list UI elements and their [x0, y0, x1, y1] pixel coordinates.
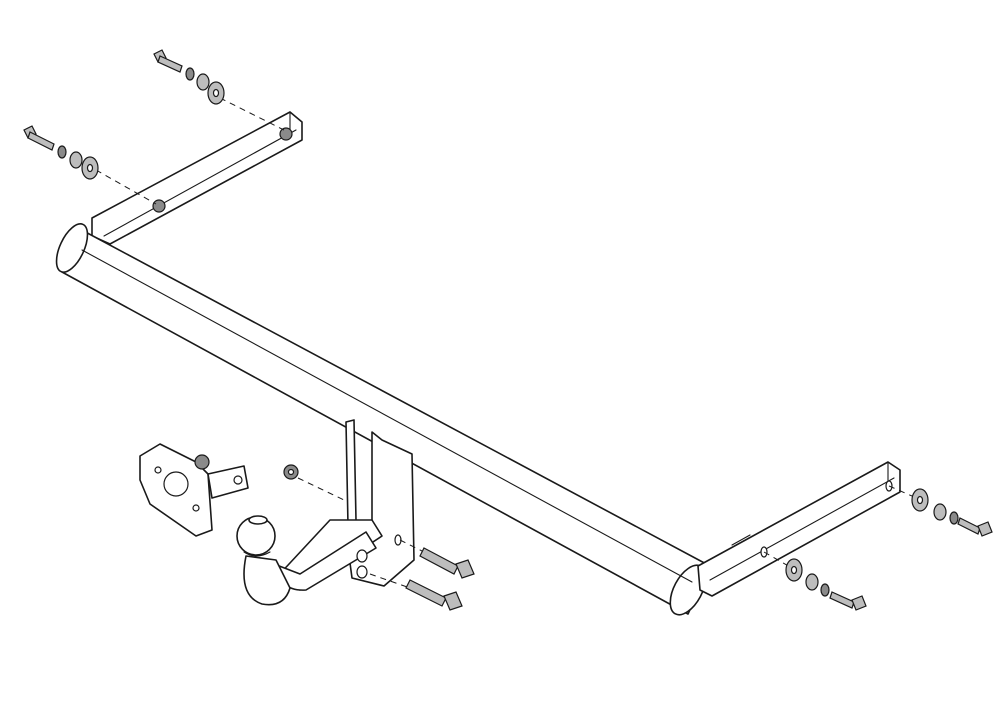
- flat-washer: [196, 73, 210, 91]
- bolt-shank: [829, 591, 855, 609]
- socket-plate-nut: [194, 454, 210, 470]
- spring-washer: [820, 583, 830, 597]
- tow-ball: [236, 515, 291, 606]
- bolt-shank: [27, 131, 55, 151]
- ball-mount-bracket: [273, 419, 415, 591]
- bolt-shank-upper: [419, 547, 459, 575]
- left-mounting-arm: [91, 111, 303, 245]
- left-arm-nut-upper: [279, 127, 293, 141]
- right-mounting-arm: [697, 461, 901, 597]
- electrical-socket-plate: [139, 443, 249, 537]
- bolt-shank-lower: [405, 579, 447, 607]
- bolt-group-right-lower: [785, 558, 867, 611]
- bolt-shank: [957, 517, 981, 535]
- spring-washer: [57, 145, 67, 159]
- bolt-group-top-left-upper: [153, 49, 225, 105]
- bolt-head-lower: [443, 591, 463, 611]
- tow-bar-crossbar: [55, 223, 711, 616]
- bolt-head: [851, 595, 867, 611]
- flat-washer: [933, 503, 947, 521]
- bracket-hole-lower: [356, 565, 368, 579]
- flat-washer: [805, 573, 819, 591]
- bolt-shank: [157, 55, 183, 73]
- bolt-group-right-upper: [911, 488, 993, 537]
- spring-washer: [185, 67, 195, 81]
- bolt-head-upper: [455, 559, 475, 579]
- socket-plate-center-hole: [163, 471, 189, 497]
- flat-washer: [69, 151, 83, 169]
- left-arm-nut-lower: [152, 199, 166, 213]
- bolt-group-center-ball-mount: [283, 464, 475, 611]
- spring-washer: [949, 511, 959, 525]
- bolt-head: [977, 521, 993, 537]
- bolt-group-top-left-lower: [23, 125, 99, 180]
- bracket-hole-upper: [356, 549, 368, 563]
